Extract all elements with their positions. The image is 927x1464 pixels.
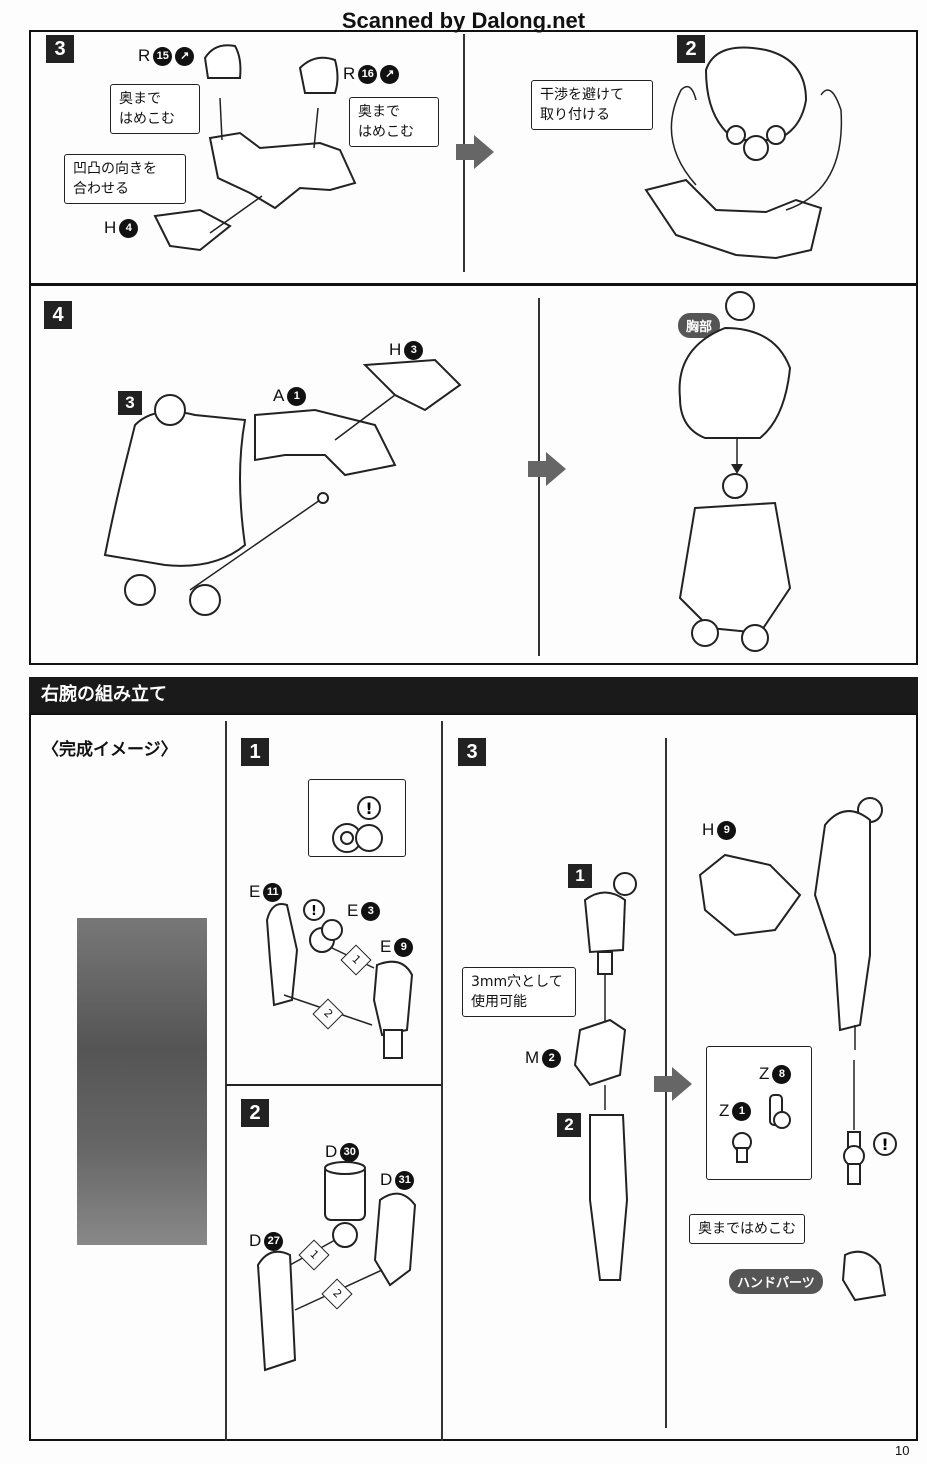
next-arrow: [654, 1067, 692, 1101]
callout-align: 凹凸の向きを 合わせる: [64, 154, 186, 204]
arm-section-frame: [29, 713, 918, 1441]
step-number-4: 4: [44, 301, 72, 329]
part-label-r16: R 16 ↗: [343, 64, 400, 84]
part-label-h4: H 4: [104, 218, 139, 238]
step-number-3: 3: [46, 35, 74, 63]
joint-detail-box: [706, 1046, 812, 1180]
part-label-a1: A 1: [273, 386, 307, 406]
part-label-d31: D 31: [380, 1170, 415, 1190]
part-letter: M: [525, 1048, 540, 1067]
part-label-e11: E 11: [249, 882, 283, 902]
part-number-badge: 30: [340, 1142, 360, 1162]
arm-step-number-1: 1: [241, 738, 269, 766]
svg-text:!: !: [881, 1135, 888, 1154]
part-label-e3: E 3: [347, 901, 381, 921]
part-number-badge: 3: [404, 340, 424, 360]
part-label-h9: H 9: [702, 820, 737, 840]
callout-press-right: 奥まで はめこむ: [349, 97, 439, 147]
section-title-bar: 右腕の組み立て: [29, 677, 918, 713]
part-letter: E: [249, 882, 261, 901]
arm-step-number-3: 3: [458, 738, 486, 766]
next-arrow: [528, 452, 566, 486]
part-letter: D: [249, 1231, 262, 1250]
part-letter: D: [325, 1142, 338, 1161]
hand-parts-label: ハンドパーツ: [729, 1269, 823, 1294]
joint-detail-illustration: [332, 823, 383, 853]
warning-icon: !: [357, 796, 381, 820]
part-number-badge: 8: [772, 1064, 792, 1084]
scan-watermark: Scanned by Dalong.net: [341, 8, 586, 33]
part-letter: D: [380, 1170, 393, 1189]
snap-icon: ↗: [175, 46, 195, 66]
next-arrow: [456, 135, 494, 169]
part-letter: H: [104, 218, 117, 237]
step2-assembly-illustration: [644, 46, 843, 260]
ball-joint-illustration: [732, 1094, 791, 1163]
part-number-badge: 9: [717, 820, 737, 840]
torso-assembled-illustration: [678, 291, 792, 652]
arm-armor-illustration: [698, 797, 883, 1050]
part-number-badge: 27: [264, 1231, 284, 1251]
part-label-d27: D 27: [249, 1231, 284, 1251]
part-number-badge: 3: [361, 901, 381, 921]
callout-press-left: 奥まで はめこむ: [110, 84, 200, 134]
part-label-e9: E 9: [380, 937, 414, 957]
part-label-d30: D 30: [325, 1142, 360, 1162]
step4-parts-illustration: [103, 358, 462, 616]
part-letter: E: [380, 937, 392, 956]
callout-press-fully: 奥まではめこむ: [689, 1214, 805, 1244]
part-label-z8: Z 8: [759, 1064, 792, 1084]
hand-part-illustration: [841, 1250, 887, 1302]
part-number-badge: 31: [395, 1170, 415, 1190]
arm-step-number-2: 2: [241, 1099, 269, 1127]
part-label-z1: Z 1: [719, 1101, 752, 1121]
part-number-badge: 4: [119, 218, 139, 238]
arm-step2-parts-illustration: [256, 1161, 417, 1372]
part-number-badge: 15: [153, 46, 173, 66]
part-letter: R: [138, 46, 151, 65]
part-number-badge: 1: [732, 1101, 752, 1121]
ref-step-1: 1: [568, 864, 592, 888]
part-label-r15: R 15 ↗: [138, 46, 195, 66]
part-label-h3: H 3: [389, 340, 424, 360]
preview-heading: 〈完成イメージ〉: [42, 740, 178, 760]
wrist-joint-illustration: [843, 1060, 865, 1185]
warning-icon: !: [873, 1132, 897, 1156]
panel-divider-horizontal: [226, 1084, 442, 1086]
part-letter: H: [702, 820, 715, 839]
part-letter: H: [389, 340, 402, 359]
part-number-badge: 1: [287, 386, 307, 406]
part-number-badge: 2: [542, 1048, 562, 1068]
part-letter: A: [273, 386, 285, 405]
callout-3mm-hole: 3mm穴として 使用可能: [462, 967, 576, 1017]
part-letter: Z: [759, 1064, 770, 1083]
step-number-2: 2: [677, 35, 705, 63]
part-letter: Z: [719, 1101, 730, 1120]
ref-step-3: 3: [118, 391, 142, 415]
completed-arm-photo: [77, 918, 207, 1245]
part-letter: E: [347, 901, 359, 920]
page-number: 10: [895, 1443, 910, 1458]
svg-text:!: !: [365, 799, 372, 818]
part-number-badge: 9: [394, 937, 414, 957]
svg-text:!: !: [311, 904, 317, 919]
divider: [441, 721, 443, 1441]
step-panel-middle: [29, 284, 918, 665]
part-letter: R: [343, 64, 356, 83]
divider: [225, 721, 227, 1441]
arm-step1-parts-illustration: !: [265, 899, 414, 1059]
part-label-m2: M 2: [525, 1048, 562, 1068]
ref-step-2: 2: [557, 1113, 581, 1137]
callout-avoid-interference: 干渉を避けて 取り付ける: [531, 80, 653, 130]
step3-parts-illustration: [153, 44, 357, 252]
part-number-badge: 16: [358, 64, 378, 84]
snap-icon: ↗: [380, 64, 400, 84]
arm-step3-assembly-illustration: [573, 872, 637, 1281]
part-number-badge: 11: [263, 882, 283, 902]
